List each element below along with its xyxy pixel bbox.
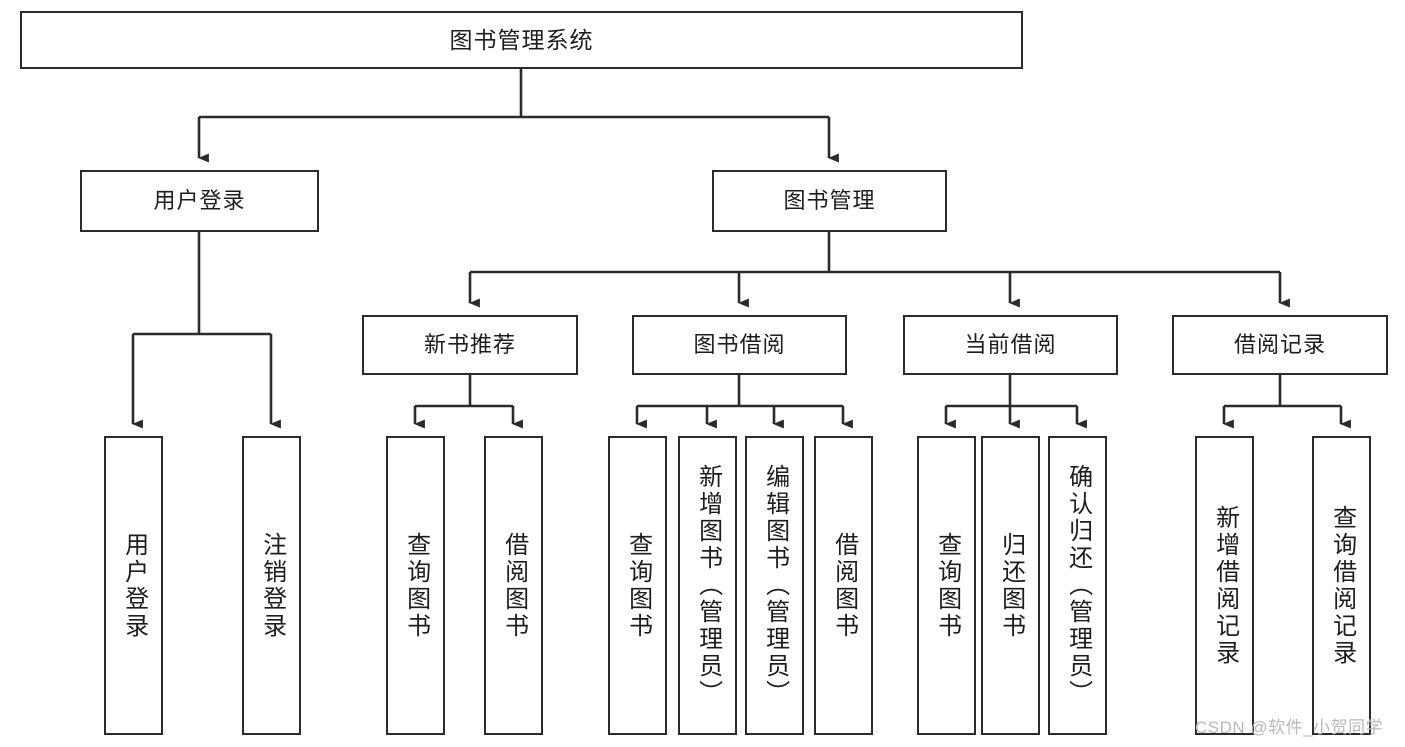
node-borrow-record-label: 借阅记录 xyxy=(1233,332,1326,357)
leaf-node-label: 确认归还（管理员） xyxy=(1064,464,1092,707)
leaf-node[interactable]: 借阅图书 xyxy=(814,436,873,735)
node-current-borrow-label: 当前借阅 xyxy=(964,332,1057,357)
node-book-borrow-label: 图书借阅 xyxy=(693,332,786,357)
leaf-node[interactable]: 查询图书 xyxy=(917,436,976,735)
leaf-node[interactable]: 借阅图书 xyxy=(484,436,543,735)
leaf-node[interactable]: 确认归还（管理员） xyxy=(1048,436,1107,735)
leaf-node[interactable]: 编辑图书（管理员） xyxy=(745,436,804,735)
leaf-node-label: 注销登录 xyxy=(258,531,286,640)
node-user-login[interactable]: 用户登录 xyxy=(80,170,319,232)
leaf-node[interactable]: 查询图书 xyxy=(386,436,445,735)
leaf-node[interactable]: 用户登录 xyxy=(104,436,163,735)
leaf-node-label: 查询图书 xyxy=(402,531,430,640)
leaf-node[interactable]: 新增图书（管理员） xyxy=(678,436,737,735)
node-user-login-label: 用户登录 xyxy=(153,188,246,213)
leaf-node[interactable]: 归还图书 xyxy=(981,436,1040,735)
leaf-node[interactable]: 查询借阅记录 xyxy=(1312,436,1371,735)
node-new-book-recommend-label: 新书推荐 xyxy=(423,332,516,357)
leaf-node-label: 查询图书 xyxy=(933,531,961,640)
leaf-node-label: 用户登录 xyxy=(120,531,148,640)
node-root[interactable]: 图书管理系统 xyxy=(20,11,1023,69)
node-root-label: 图书管理系统 xyxy=(449,26,594,53)
node-borrow-record[interactable]: 借阅记录 xyxy=(1172,315,1388,375)
leaf-node-label: 归还图书 xyxy=(997,531,1025,640)
leaf-node-label: 编辑图书（管理员） xyxy=(761,464,789,707)
node-current-borrow[interactable]: 当前借阅 xyxy=(903,315,1118,375)
leaf-node-label: 借阅图书 xyxy=(500,531,528,640)
leaf-node[interactable]: 注销登录 xyxy=(242,436,301,735)
leaf-node-label: 查询图书 xyxy=(624,531,652,640)
node-new-book-recommend[interactable]: 新书推荐 xyxy=(362,315,578,375)
leaf-node-label: 借阅图书 xyxy=(830,531,858,640)
node-book-management[interactable]: 图书管理 xyxy=(712,170,947,232)
leaf-node-label: 查询借阅记录 xyxy=(1328,504,1356,667)
leaf-node-label: 新增图书（管理员） xyxy=(694,464,722,707)
node-book-management-label: 图书管理 xyxy=(783,188,876,213)
node-book-borrow[interactable]: 图书借阅 xyxy=(632,315,847,375)
leaf-node-label: 新增借阅记录 xyxy=(1211,504,1239,667)
leaf-node[interactable]: 新增借阅记录 xyxy=(1195,436,1254,735)
leaf-node[interactable]: 查询图书 xyxy=(608,436,667,735)
